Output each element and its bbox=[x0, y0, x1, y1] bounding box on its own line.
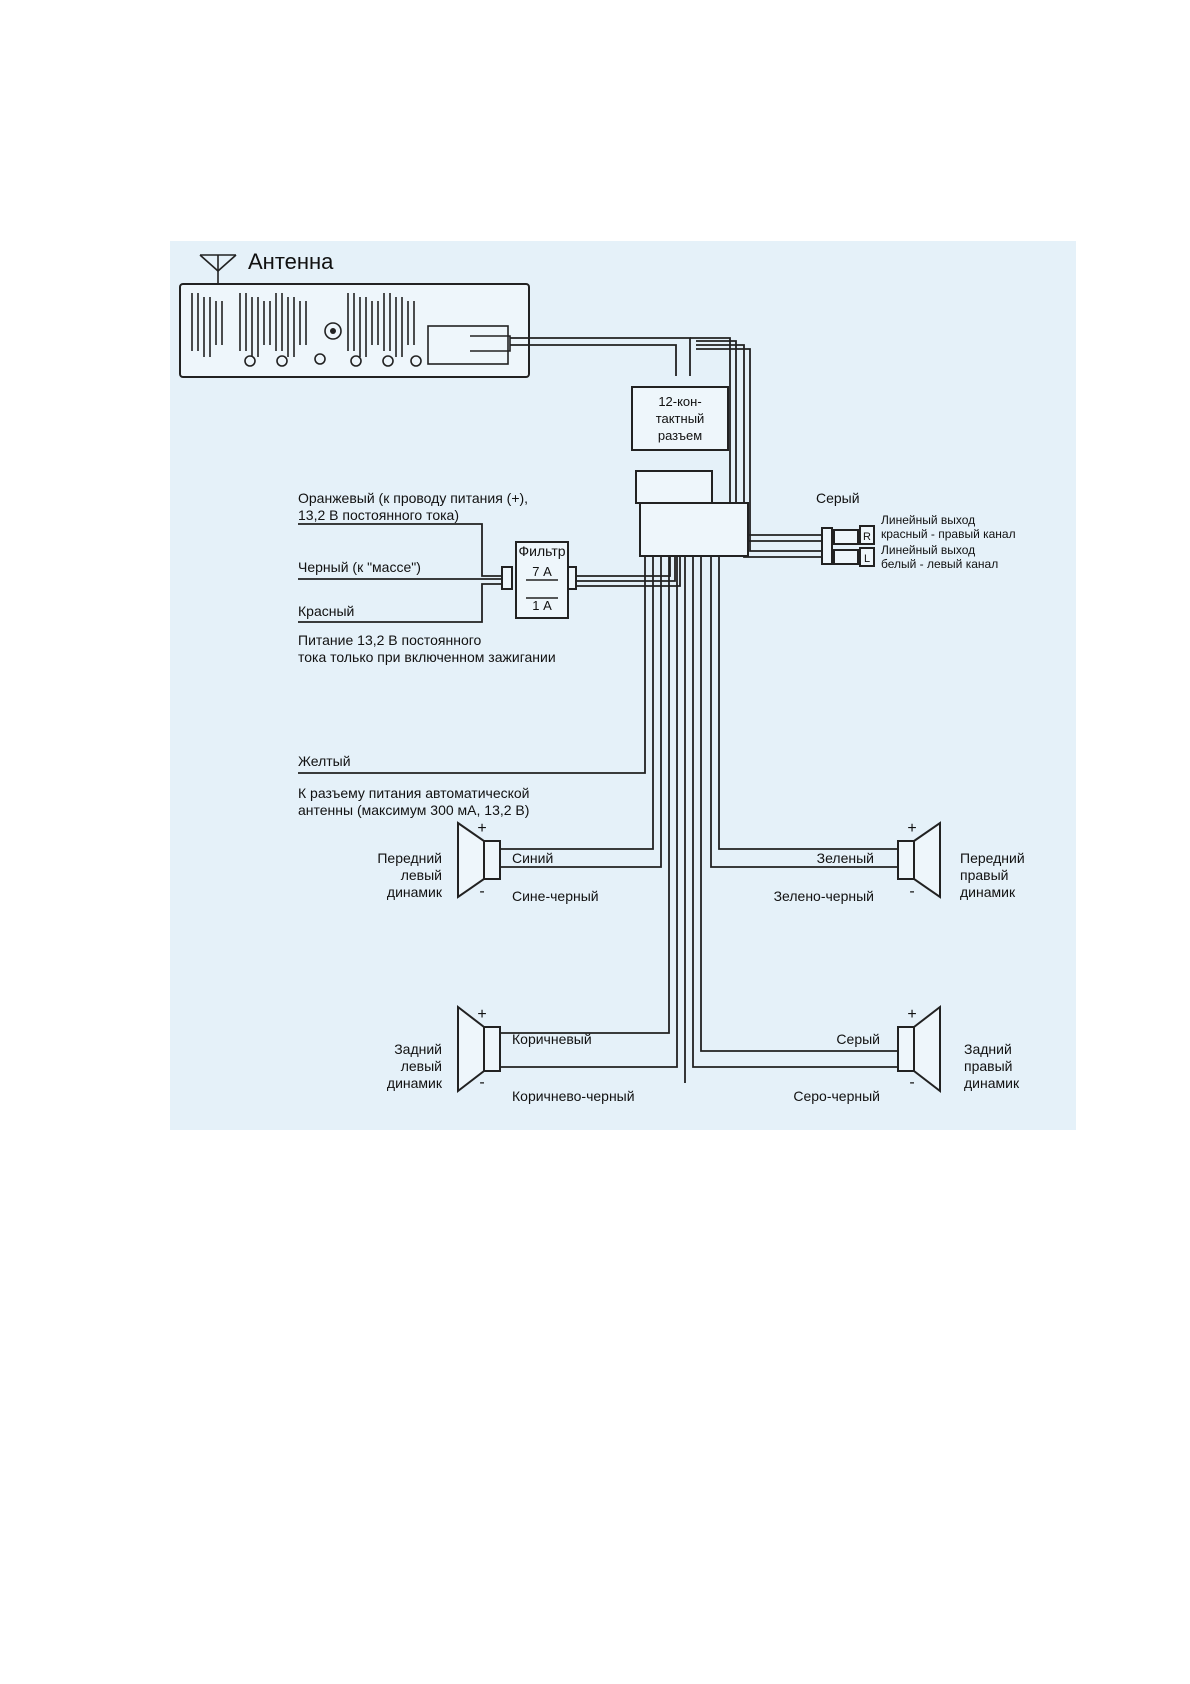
head-unit-screw bbox=[410, 355, 422, 367]
front-right-name-2: правый bbox=[960, 867, 1008, 883]
rear-right-plus: + bbox=[907, 1006, 916, 1023]
rear-right-plus-wire: Серый bbox=[836, 1031, 880, 1047]
filter-box: Фильтр 7 А 1 А bbox=[501, 541, 577, 619]
connector-label-3: разъем bbox=[658, 428, 702, 443]
head-unit-screw bbox=[382, 355, 394, 367]
filter-title: Фильтр bbox=[518, 543, 565, 559]
front-right-name-3: динамик bbox=[960, 884, 1016, 900]
front-left-plus: + bbox=[477, 820, 486, 837]
head-unit-socket bbox=[427, 325, 509, 365]
front-left-name-2: левый bbox=[401, 867, 442, 883]
orange-wire-label-2: 13,2 В постоянного тока) bbox=[298, 507, 459, 523]
front-right-speaker bbox=[897, 821, 941, 899]
yellow-wire-note-2: антенны (максимум 300 мА, 13,2 В) bbox=[298, 802, 529, 818]
line-out-left-text-1: Линейный выход bbox=[881, 543, 975, 557]
main-harness bbox=[510, 337, 822, 558]
line-out-left-tag: L bbox=[864, 553, 870, 565]
fuse-bottom-label: 1 А bbox=[532, 598, 552, 613]
red-wire-label: Красный bbox=[298, 603, 354, 619]
front-left-name-3: динамик bbox=[387, 884, 443, 900]
rear-left-plus-wire: Коричневый bbox=[512, 1031, 592, 1047]
orange-wire-label-1: Оранжевый (к проводу питания (+), bbox=[298, 490, 528, 506]
yellow-wire-label: Желтый bbox=[298, 753, 351, 769]
connector-label-1: 12-кон- bbox=[658, 394, 701, 409]
rear-right-speaker bbox=[897, 1004, 941, 1094]
wiring-diagram-canvas: Антенна 12-кон- тактный разъем Серый R L bbox=[170, 241, 1076, 1130]
rear-right-minus-wire: Серо-черный bbox=[793, 1088, 880, 1104]
speaker-harness bbox=[298, 556, 898, 1083]
rear-right-name-1: Задний bbox=[964, 1041, 1012, 1057]
connector-label-2: тактный bbox=[656, 411, 705, 426]
rear-left-name-1: Задний bbox=[394, 1041, 442, 1057]
harness-block bbox=[635, 470, 749, 557]
line-out-right-tag: R bbox=[863, 531, 871, 543]
head-unit bbox=[179, 283, 530, 378]
front-left-minus: - bbox=[479, 883, 484, 900]
line-out-left-text-2: белый - левый канал bbox=[881, 557, 998, 571]
line-out-plugs: R L bbox=[821, 525, 875, 567]
red-wire-note-2: тока только при включенном зажигании bbox=[298, 649, 556, 665]
power-wires bbox=[298, 523, 681, 623]
rear-left-plus: + bbox=[477, 1006, 486, 1023]
front-right-plus-wire: Зеленый bbox=[817, 850, 874, 866]
fuse-top-label: 7 А bbox=[532, 564, 552, 579]
diagram-background bbox=[170, 241, 1076, 1130]
rear-right-name-3: динамик bbox=[964, 1075, 1020, 1091]
front-right-plus: + bbox=[907, 820, 916, 837]
line-out-wire-label: Серый bbox=[816, 490, 860, 506]
front-left-speaker bbox=[457, 821, 501, 899]
rear-left-minus: - bbox=[479, 1074, 484, 1091]
black-wire-label: Черный (к "массе") bbox=[298, 559, 421, 575]
head-unit-knob bbox=[324, 322, 342, 340]
rear-right-name-2: правый bbox=[964, 1058, 1012, 1074]
rear-left-speaker bbox=[457, 1004, 501, 1094]
connector-12pin: 12-кон- тактный разъем bbox=[631, 386, 729, 451]
line-out-right-text-2: красный - правый канал bbox=[881, 527, 1016, 541]
front-right-name-1: Передний bbox=[960, 850, 1025, 866]
head-unit-screw bbox=[314, 353, 326, 365]
rear-left-name-2: левый bbox=[401, 1058, 442, 1074]
head-unit-screw bbox=[276, 355, 288, 367]
rear-left-minus-wire: Коричнево-черный bbox=[512, 1088, 635, 1104]
front-right-minus-wire: Зелено-черный bbox=[774, 888, 874, 904]
front-left-minus-wire: Сине-черный bbox=[512, 888, 599, 904]
rear-left-name-3: динамик bbox=[387, 1075, 443, 1091]
antenna-label: Антенна bbox=[248, 249, 334, 274]
front-right-minus: - bbox=[909, 883, 914, 900]
wiring-diagram: Антенна 12-кон- тактный разъем Серый R L bbox=[170, 241, 1076, 1130]
head-unit-screw bbox=[244, 355, 256, 367]
red-wire-note-1: Питание 13,2 В постоянного bbox=[298, 632, 482, 648]
rear-right-minus: - bbox=[909, 1074, 914, 1091]
line-out-right-plug bbox=[859, 525, 875, 545]
front-left-plus-wire: Синий bbox=[512, 850, 553, 866]
head-unit-screw bbox=[350, 355, 362, 367]
front-left-name-1: Передний bbox=[377, 850, 442, 866]
yellow-wire-note-1: К разъему питания автоматической bbox=[298, 785, 530, 801]
line-out-right-text-1: Линейный выход bbox=[881, 513, 975, 527]
line-out-left-plug bbox=[859, 547, 875, 567]
